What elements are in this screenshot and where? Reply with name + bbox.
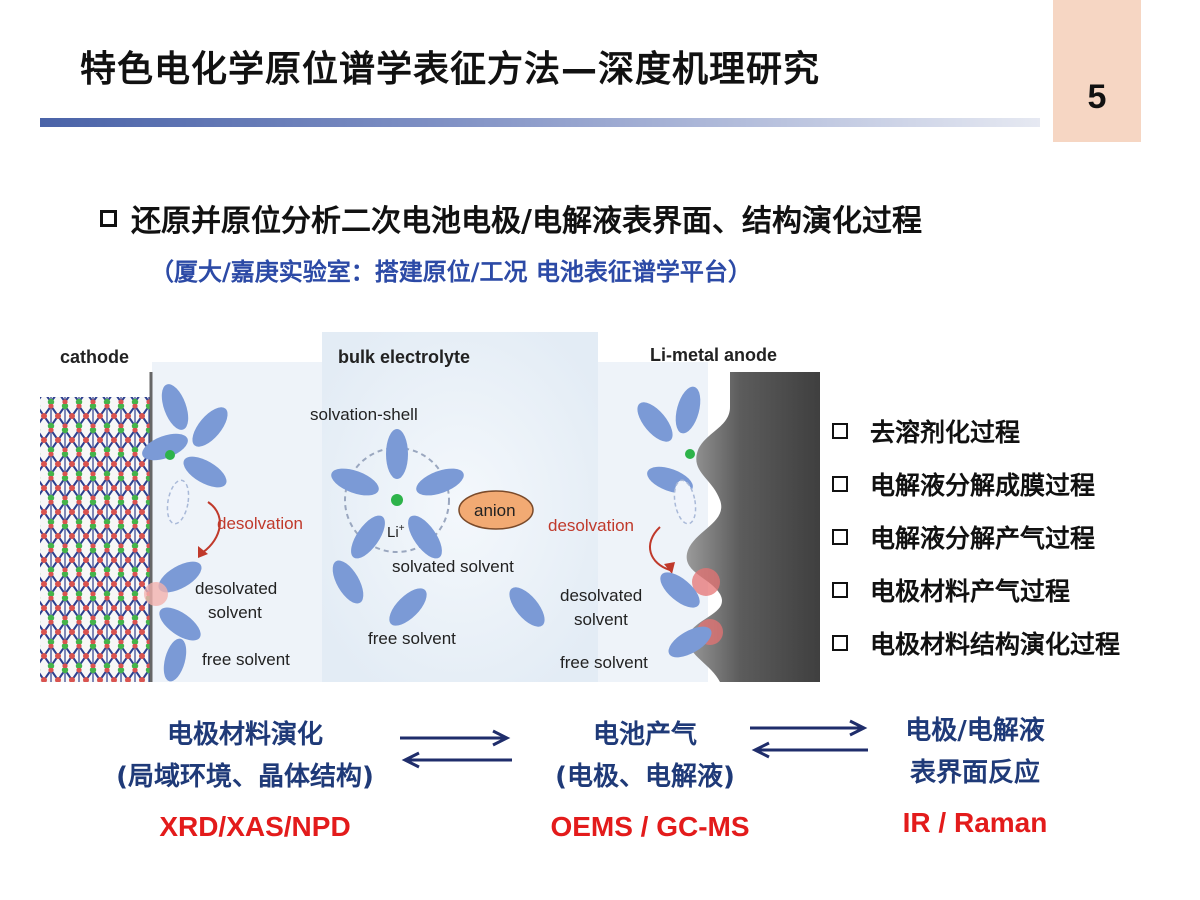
tech-middle: OEMS / GC-MS (550, 811, 750, 842)
free-solvent-right: free solvent (560, 653, 648, 672)
process-item: 电解液分解成膜过程 (832, 457, 1120, 510)
free-solvent-left: free solvent (202, 650, 290, 669)
cathode-label: cathode (60, 347, 129, 367)
node-line: 电极材料演化 (166, 720, 323, 750)
solvent-molecule (675, 386, 701, 434)
li-ion (165, 450, 175, 460)
slide-title: 特色电化学原位谱学表征方法—深度机理研究 (80, 49, 821, 90)
desolvated-solvent-right-1: desolvated (560, 586, 642, 605)
title-underline (40, 118, 1040, 127)
solvent-molecule (416, 468, 464, 496)
solvent-molecule-faded (673, 479, 697, 525)
sub-heading: （厦大/嘉庚实验室：搭建原位/工况 电池表征谱学平台） (150, 258, 752, 286)
solvent-molecule (509, 587, 545, 627)
solvent-molecule (161, 384, 189, 430)
page-number-box: 5 (1053, 0, 1141, 142)
solvated-solvent-label: solvated solvent (392, 557, 514, 576)
node-line: (电极、电解液) (555, 762, 735, 792)
solvent-molecule (408, 515, 442, 559)
solvent-molecule (637, 402, 673, 442)
anode-label: Li-metal anode (650, 345, 777, 365)
anion (458, 490, 534, 530)
node-line: 表界面反应 (909, 758, 1040, 788)
page-number: 5 (1087, 78, 1107, 116)
solvent-molecule (389, 588, 427, 626)
desolvation-arrow-right (649, 526, 671, 571)
solvent-molecule (159, 607, 201, 641)
checkbox-square-icon (832, 422, 848, 439)
node-line: 电池产气 (592, 720, 697, 750)
bulk-solvation-group: solvation-shell Li+ anion solvated solve… (310, 405, 545, 648)
checkbox-square-icon (100, 209, 117, 227)
arrow-right-head (492, 729, 511, 747)
node-line: 电极/电解液 (905, 716, 1045, 746)
checkbox-square-icon (832, 475, 848, 492)
li-ion (391, 494, 403, 506)
checkbox-square-icon (832, 528, 848, 545)
node-battery-gas: 电池产气 (电极、电解液) (510, 714, 780, 798)
solvent-molecule (158, 561, 202, 593)
process-label: 电极材料产气过程 (870, 576, 1071, 606)
solvent-molecule (386, 429, 408, 479)
solvent-molecule (351, 515, 385, 559)
desolvated-solvent-right-2: solvent (574, 610, 628, 629)
desolvation-arrow-left (199, 501, 221, 555)
node-line: (局域环境、晶体结构) (116, 762, 374, 792)
desolvation-label-right: desolvation (548, 516, 634, 535)
process-label: 电极材料结构演化过程 (870, 629, 1121, 659)
solvent-molecule (668, 626, 712, 658)
node-interface-reaction: 电极/电解液 表界面反应 (860, 710, 1090, 794)
node-electrode-evolution: 电极材料演化 (局域环境、晶体结构) (80, 714, 410, 798)
desolvation-arrowhead-right (664, 562, 675, 574)
process-label: 电解液分解产气过程 (870, 523, 1096, 553)
li-ion-label: Li+ (387, 523, 405, 541)
surface-reaction-spot (692, 568, 720, 596)
process-label: 电解液分解成膜过程 (870, 470, 1096, 500)
solvent-molecule (183, 456, 227, 488)
tech-left: XRD/XAS/NPD (159, 811, 351, 842)
anode-solvation-group: desolvation desolvated solvent free solv… (548, 386, 723, 672)
li-metal-anode (686, 372, 820, 682)
main-heading: 还原并原位分析二次电池电极/电解液表界面、结构演化过程 (100, 196, 922, 240)
solvent-molecule (142, 433, 188, 461)
solvent-molecule (163, 638, 187, 682)
solvent-molecule (660, 572, 700, 608)
anion-label: anion (474, 501, 516, 520)
cathode-solvation-group: desolvation desolvated solvent free solv… (142, 384, 303, 682)
li-ion (685, 449, 695, 459)
desolvation-schematic: cathode bulk electrolyte Li-metal anode … (40, 332, 820, 682)
checkbox-square-icon (832, 634, 848, 651)
process-item: 去溶剂化过程 (832, 404, 1120, 457)
bulk-electrolyte-label: bulk electrolyte (338, 347, 470, 367)
solvent-molecule-faded (166, 479, 190, 525)
solvent-molecule (192, 407, 228, 447)
main-heading-text: 还原并原位分析二次电池电极/电解液表界面、结构演化过程 (131, 204, 922, 239)
solvent-molecule (331, 468, 379, 496)
checkbox-square-icon (832, 581, 848, 598)
surface-reaction-spot (144, 582, 168, 606)
tech-right: IR / Raman (902, 807, 1048, 838)
desolvated-solvent-left-2: solvent (208, 603, 262, 622)
solvation-shell-label: solvation-shell (310, 405, 418, 424)
process-list: 去溶剂化过程 电解液分解成膜过程 电解液分解产气过程 电极材料产气过程 电极材料… (832, 404, 1120, 669)
process-item: 电解液分解产气过程 (832, 510, 1120, 563)
process-item: 电极材料产气过程 (832, 563, 1120, 616)
cathode-lattice (40, 397, 150, 682)
desolvation-arrowhead-left (198, 546, 208, 558)
process-label: 去溶剂化过程 (870, 417, 1021, 447)
double-arrow-left (400, 729, 512, 769)
process-item: 电极材料结构演化过程 (832, 616, 1120, 669)
free-solvent-center-label: free solvent (368, 629, 456, 648)
solvent-molecule (332, 560, 364, 604)
desolvated-solvent-left-1: desolvated (195, 579, 277, 598)
desolvation-label-left: desolvation (217, 514, 303, 533)
